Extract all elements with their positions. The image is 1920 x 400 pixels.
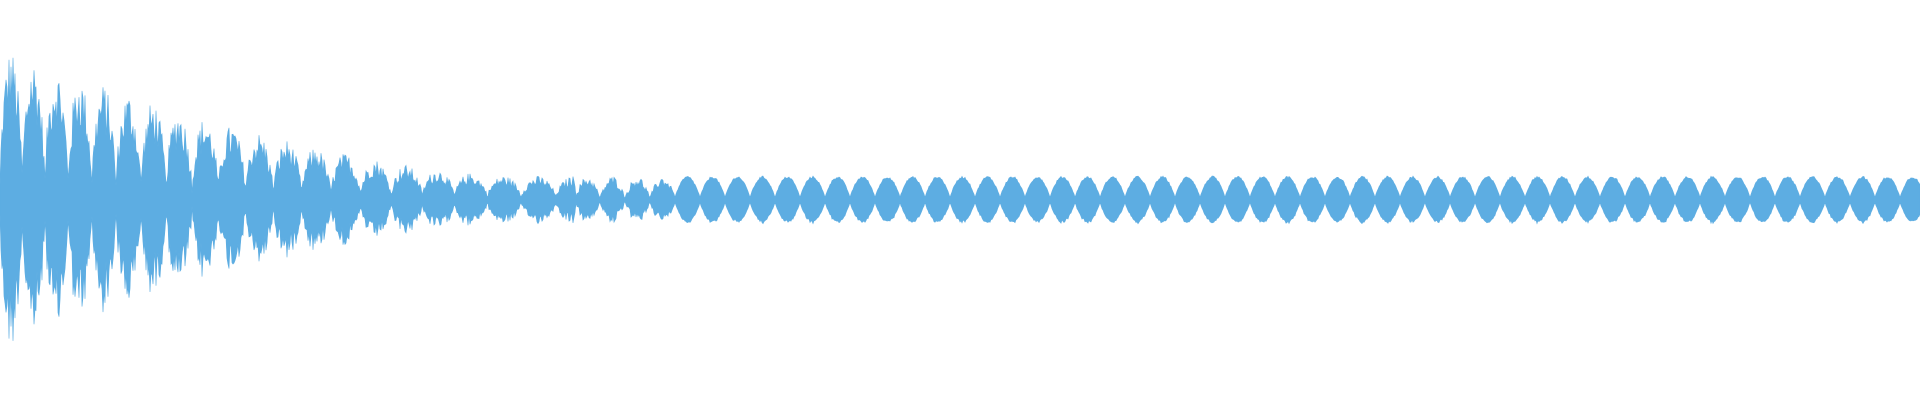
waveform-shape — [0, 57, 1920, 341]
